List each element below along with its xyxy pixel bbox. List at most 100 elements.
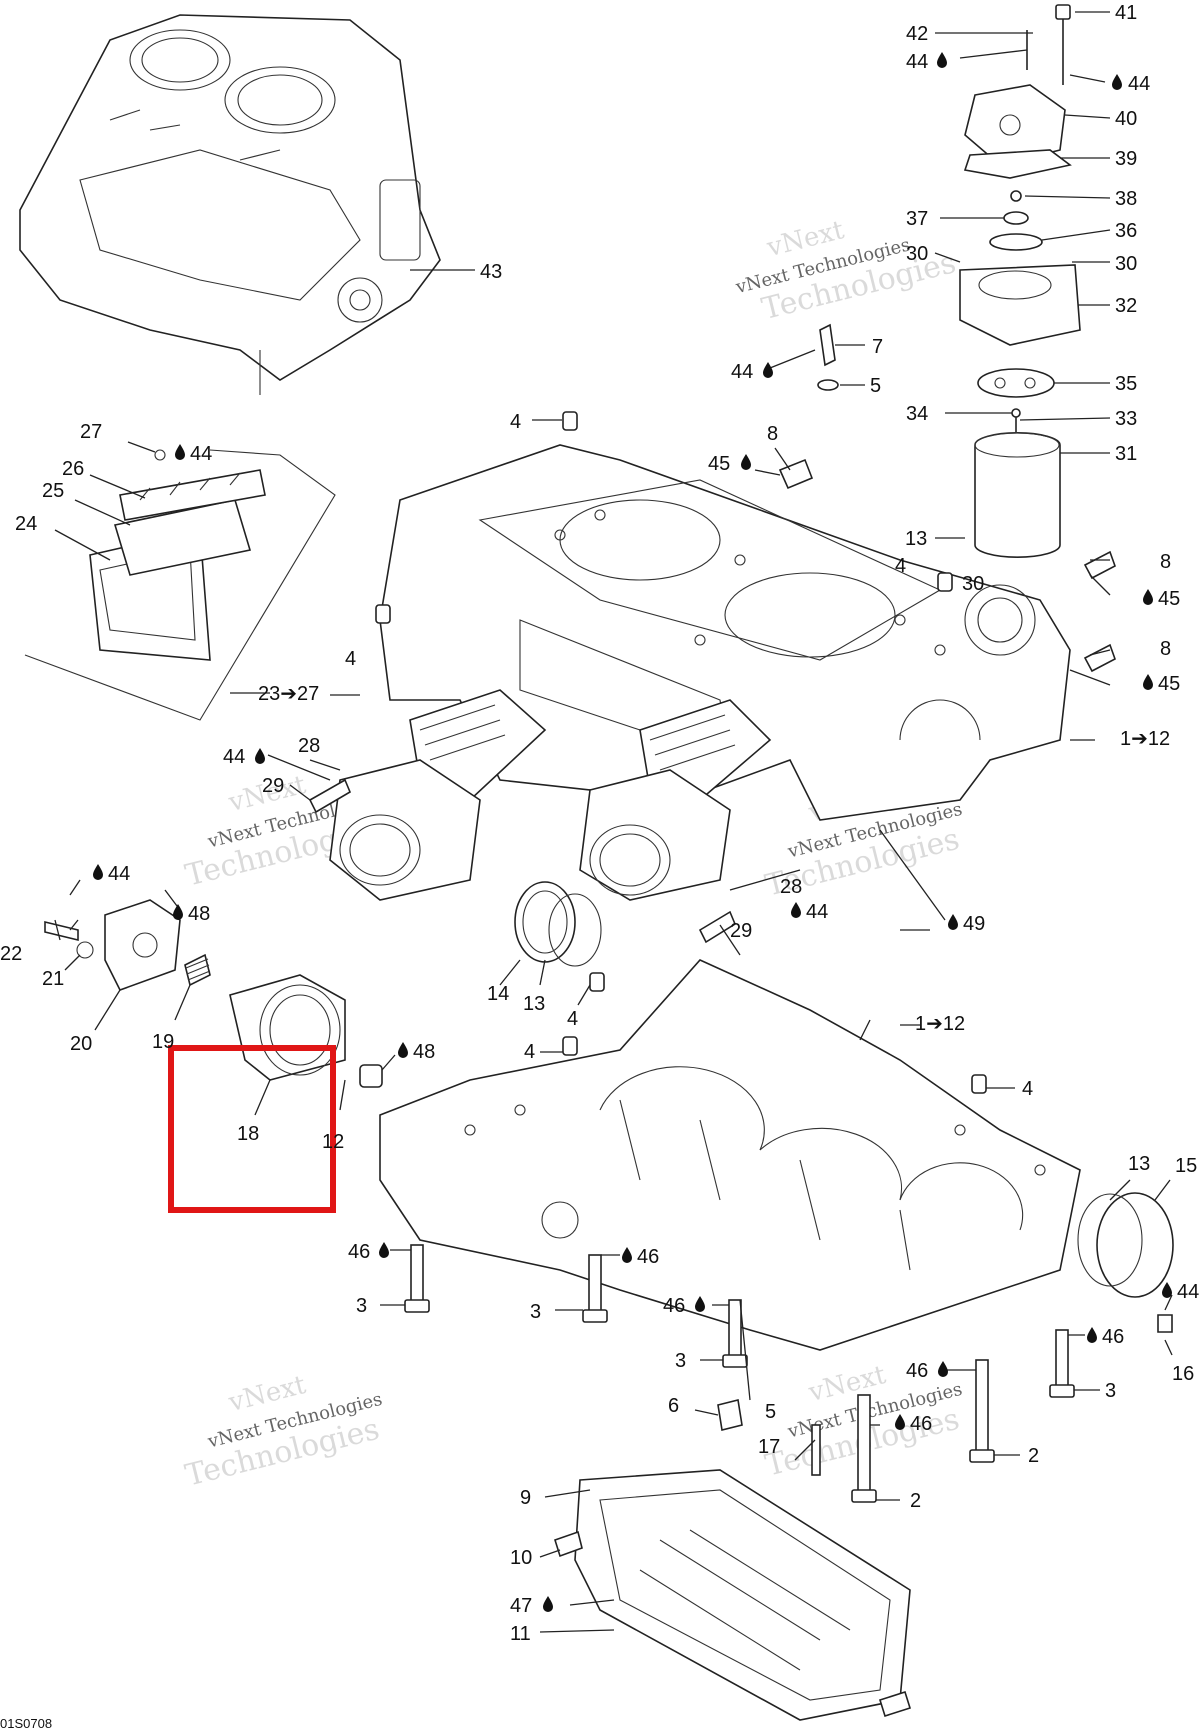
part-label: 23➔27 [258, 683, 319, 705]
part-label: 44 [1177, 1281, 1199, 1303]
part-label: 17 [758, 1436, 780, 1458]
part-label: 44 [806, 901, 828, 923]
part-label: 46 [910, 1413, 932, 1435]
part-label: 16 [1172, 1363, 1194, 1385]
part-label: 45 [1158, 673, 1180, 695]
part-label: 13 [905, 528, 927, 550]
part-label: 9 [520, 1487, 531, 1509]
part-label: 8 [1160, 638, 1171, 660]
part-label: 26 [62, 458, 84, 480]
part-label: 46 [1102, 1326, 1124, 1348]
part-label: 8 [1160, 551, 1171, 573]
part-label: 11 [510, 1623, 531, 1645]
highlight-box [168, 1045, 336, 1213]
part-label: 2 [1028, 1445, 1039, 1467]
part-label: 4 [510, 411, 521, 433]
part-label: 18 [237, 1123, 259, 1145]
part-label: 22 [0, 943, 22, 965]
rubber-sleeve-illustration [514, 881, 602, 967]
part-label: 12 [322, 1131, 344, 1153]
part-label: 15 [1175, 1155, 1197, 1177]
part-label: 38 [1115, 188, 1137, 210]
part-label: 45 [1158, 588, 1180, 610]
part-label: 19 [152, 1031, 174, 1053]
part-label: 48 [188, 903, 210, 925]
part-label: 42 [906, 23, 928, 45]
part-label: 3 [675, 1350, 686, 1372]
part-label: 45 [708, 453, 730, 475]
part-label: 4 [567, 1008, 578, 1030]
part-label: 48 [413, 1041, 435, 1063]
part-label: 46 [906, 1360, 928, 1382]
part-label: 44 [108, 863, 130, 885]
part-label: 44 [1128, 73, 1150, 95]
part-label: 21 [42, 968, 64, 990]
part-label: 32 [1115, 295, 1137, 317]
part-label: 37 [906, 208, 928, 230]
part-label: 29 [262, 775, 284, 797]
part-label: 28 [298, 735, 320, 757]
part-label: 1➔12 [1120, 728, 1170, 750]
part-label: 44 [190, 443, 212, 465]
part-label: 5 [765, 1401, 776, 1423]
part-label: 36 [1115, 220, 1137, 242]
part-label: 30 [906, 243, 928, 265]
part-label: 20 [70, 1033, 92, 1055]
part-label: 33 [1115, 408, 1137, 430]
part-label: 43 [480, 261, 502, 283]
engine-block-illustration [19, 14, 441, 395]
part-label: 6 [668, 1395, 679, 1417]
part-label: 41 [1115, 2, 1137, 24]
part-label: 31 [1115, 443, 1137, 465]
part-label: 39 [1115, 148, 1137, 170]
part-labels: 41 42 44 44 40 39 38 37 36 30 30 32 43 7… [0, 2, 1199, 1645]
part-label: 14 [487, 983, 509, 1005]
part-label: 10 [510, 1547, 532, 1569]
part-label: 25 [42, 480, 64, 502]
part-label: 3 [356, 1295, 367, 1317]
part-label: 4 [895, 555, 906, 577]
leader-lines [54, 11, 1173, 1633]
part-label: 44 [906, 51, 928, 73]
part-label: 5 [870, 375, 881, 397]
water-pump-stack-illustration [959, 4, 1081, 558]
part-label: 7 [872, 336, 883, 358]
lower-crankcase-illustration [379, 959, 1081, 1351]
part-label: 27 [80, 421, 102, 443]
part-label: 3 [530, 1301, 541, 1323]
part-label: 13 [523, 993, 545, 1015]
part-label: 28 [780, 876, 802, 898]
part-label: 1➔12 [915, 1013, 965, 1035]
part-label: 47 [510, 1595, 532, 1617]
fittings-and-dowels [308, 323, 1116, 1094]
part-label: 29 [730, 920, 752, 942]
part-label: 46 [663, 1295, 685, 1317]
bottom-cover-illustration [554, 1469, 912, 1721]
part-label: 30 [962, 573, 984, 595]
part-label: 46 [348, 1241, 370, 1263]
part-label: 2 [910, 1490, 921, 1512]
part-label: 49 [963, 913, 985, 935]
part-label: 44 [731, 361, 753, 383]
intake-manifold-illustration [329, 759, 731, 901]
part-label: 40 [1115, 108, 1137, 130]
part-label: 3 [1105, 1380, 1116, 1402]
part-label: 30 [1115, 253, 1137, 275]
part-label: 8 [767, 423, 778, 445]
part-label: 4 [345, 648, 356, 670]
part-label: 4 [1022, 1078, 1033, 1100]
drawing-code: 01S0708 [0, 1716, 52, 1731]
part-label: 13 [1128, 1153, 1150, 1175]
part-label: 4 [524, 1041, 535, 1063]
reed-valve-kit-illustration [24, 449, 336, 721]
part-label: 35 [1115, 373, 1137, 395]
watermark-bottom-left: vNext vNext Technologies Technologies [182, 1370, 385, 1494]
part-label: 34 [906, 403, 928, 425]
part-label: 24 [15, 513, 37, 535]
end-cover-illustration [1077, 1192, 1174, 1298]
part-label: 44 [223, 746, 245, 768]
part-label: 46 [637, 1246, 659, 1268]
upper-crankcase-illustration [379, 444, 1071, 821]
